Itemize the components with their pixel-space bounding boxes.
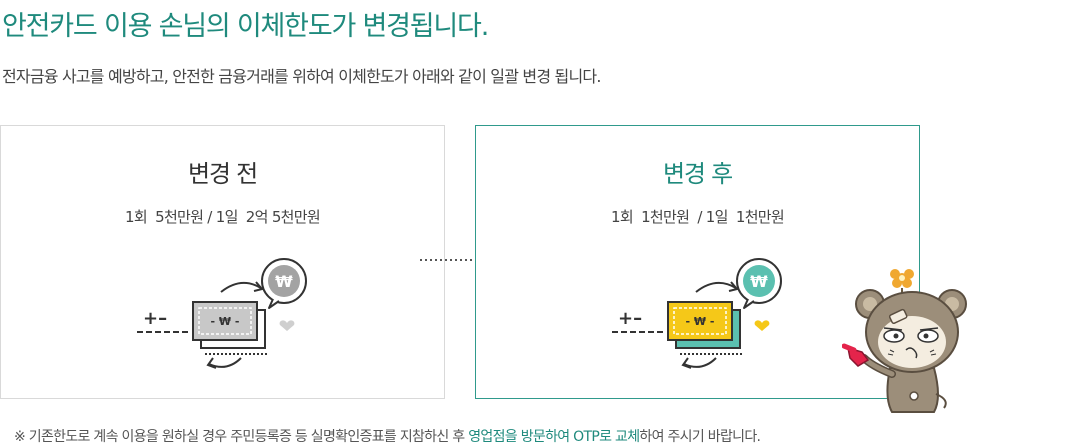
notice-text: ※ 기존한도로 계속 이용을 원하실 경우 주민등록증 등 실명확인증표를 지참…: [14, 426, 761, 446]
page-subtitle: 전자금융 사고를 예방하고, 안전한 금융거래를 위하여 이체한도가 아래와 같…: [2, 67, 601, 86]
before-limit: 1회 5천만원 / 1일 2억 5천만원: [125, 208, 321, 226]
plus-minus-sign: +–: [143, 308, 167, 329]
pointing-hand-icon: [842, 343, 870, 367]
notice-suffix: 하여 주시기 바랍니다.: [639, 429, 761, 445]
before-panel: 변경 전 1회 5천만원 / 1일 2억 5천만원 ₩ - ₩ - +–: [0, 125, 445, 399]
money-transfer-icon: ₩ - ₩ - +–: [137, 258, 307, 369]
page-title: 안전카드 이용 손님의 이체한도가 변경됩니다.: [2, 11, 489, 42]
flower-icon: [890, 269, 914, 296]
coin-won-symbol: ₩: [275, 272, 293, 291]
bear-mascot-illustration: [842, 269, 967, 413]
bill-won-symbol: - ₩ -: [686, 315, 715, 328]
plus-minus-sign: +–: [618, 308, 642, 329]
notice-prefix: ※ 기존한도로 계속 이용을 원하실 경우 주민등록증 등 실명확인증표를 지참…: [14, 429, 469, 445]
money-transfer-icon: ₩ - ₩ - +–: [612, 258, 782, 369]
after-panel: 변경 후 1회 1천만원 / 1일 1천만원 ₩ - ₩ - +–: [475, 125, 920, 399]
bill-won-symbol: - ₩ -: [211, 315, 240, 328]
before-title: 변경 전: [187, 160, 258, 188]
after-title: 변경 후: [662, 160, 733, 188]
notice-highlight: 영업점을 방문하여 OTP로 교체: [468, 429, 640, 445]
after-limit: 1회 1천만원 / 1일 1천만원: [610, 208, 785, 226]
coin-won-symbol: ₩: [750, 272, 768, 291]
